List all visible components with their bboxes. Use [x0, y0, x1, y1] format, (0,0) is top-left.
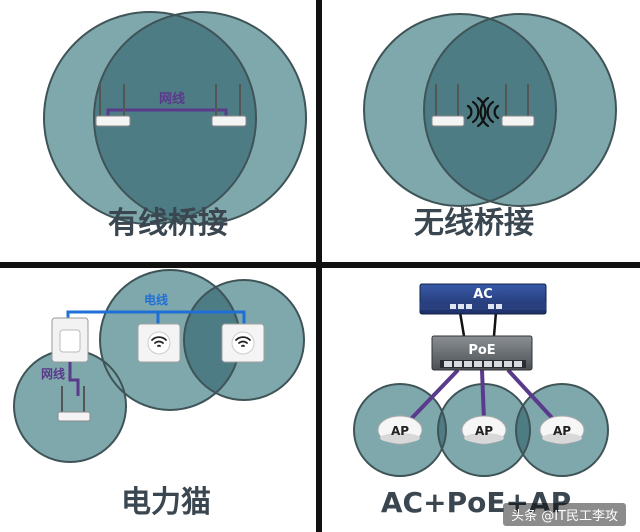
panel-caption: 无线桥接 [414, 206, 534, 241]
panel-ac-poe-ap: AC PoE AP AP [353, 283, 609, 519]
ac-label: AC [473, 287, 493, 302]
ap-label: AP [391, 424, 409, 438]
power-label: 电线 [144, 292, 168, 307]
coverage-overlap [424, 14, 556, 206]
router-icon [501, 84, 535, 127]
router-icon [95, 84, 131, 127]
coverage-circle-router [14, 350, 126, 462]
router-icon [211, 84, 247, 127]
panel-wireless-bridge: 无线桥接 [363, 13, 617, 241]
panel-wired-bridge: 网线 有线桥接 [43, 11, 307, 241]
powerline-main-unit [51, 317, 89, 363]
ap-label: AP [553, 424, 571, 438]
router-icon [57, 386, 91, 422]
ethernet-cable [106, 108, 228, 116]
coverage-overlap [184, 280, 240, 400]
router-icon [431, 84, 465, 127]
access-point: AP [377, 415, 423, 445]
powerline-wifi-unit [137, 323, 181, 363]
poe-label: PoE [468, 343, 495, 358]
access-point: AP [539, 415, 585, 445]
wifi-icon [235, 336, 251, 347]
ac-controller: AC [419, 283, 547, 315]
ac-to-poe-cables [458, 311, 498, 337]
poe-ap-cables [408, 368, 556, 422]
ethernet-cable [68, 362, 80, 396]
watermark: 头条 @IT民工李攻 [503, 503, 626, 526]
panel-caption: AC+PoE+AP [381, 486, 571, 519]
powerline-wifi-unit [221, 323, 265, 363]
cable-label: 网线 [159, 91, 185, 107]
access-point: AP [461, 415, 507, 445]
poe-switch: PoE [431, 335, 533, 371]
ap-label: AP [475, 424, 493, 438]
panel-powerline: 电线 网线 [13, 269, 305, 520]
wifi-icon [151, 336, 167, 347]
panel-caption: 有线桥接 [108, 206, 228, 241]
wireless-signal-icon [466, 96, 500, 128]
cable-label: 网线 [41, 366, 65, 381]
panel-caption: 电力猫 [121, 485, 211, 520]
